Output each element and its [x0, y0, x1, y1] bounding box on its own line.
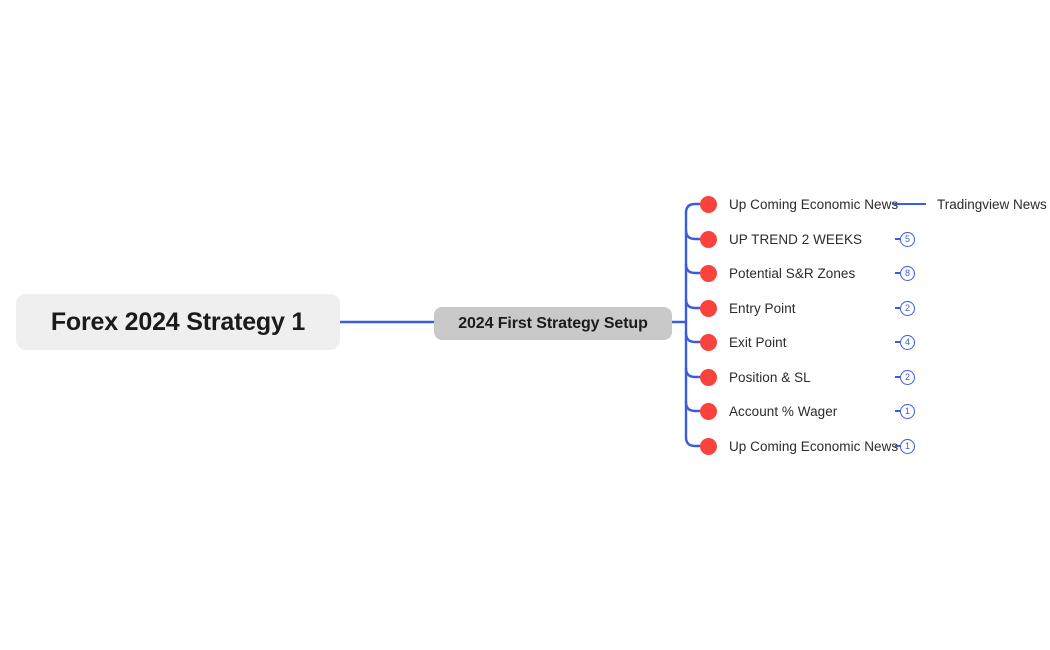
collapse-count-badge[interactable]: 2 [895, 297, 919, 319]
collapse-count-badge[interactable]: 1 [895, 400, 919, 422]
branch-item[interactable]: Position & SL [700, 366, 811, 388]
sub-branch-item[interactable]: Tradingview News [893, 193, 1047, 215]
collapse-count-badge[interactable]: 4 [895, 331, 919, 353]
bullet-icon [700, 368, 717, 386]
branch-item[interactable]: Exit Point [700, 331, 787, 353]
connector-branch-3 [684, 297, 702, 310]
connector-branch-2 [684, 262, 702, 275]
badge-stub-icon [895, 445, 900, 447]
connector-branch-1 [684, 228, 702, 241]
topic-node-label: 2024 First Strategy Setup [458, 314, 648, 332]
connector-branch-6 [684, 400, 702, 413]
branch-item-label: UP TREND 2 WEEKS [729, 231, 863, 247]
badge-stub-icon [895, 307, 900, 309]
branch-item-label: Exit Point [729, 334, 787, 350]
badge-stub-icon [895, 272, 900, 274]
bullet-icon [700, 230, 717, 248]
badge-count: 1 [900, 403, 915, 419]
collapse-count-badge[interactable]: 8 [895, 262, 919, 284]
badge-count: 1 [900, 438, 915, 454]
branch-item[interactable]: Entry Point [700, 297, 796, 319]
sub-branch-connector [893, 202, 926, 206]
branch-item-label: Up Coming Economic News [729, 196, 899, 212]
badge-stub-icon [895, 410, 900, 412]
badge-stub-icon [895, 238, 900, 240]
root-node[interactable]: Forex 2024 Strategy 1 [16, 294, 340, 350]
topic-node-2024-first-strategy-setup[interactable]: 2024 First Strategy Setup [434, 307, 672, 340]
branch-item-label: Up Coming Economic News [729, 438, 899, 454]
branch-item[interactable]: Account % Wager [700, 400, 837, 422]
connector-branch-5 [684, 366, 702, 379]
branch-item[interactable]: Up Coming Economic News [700, 193, 898, 215]
badge-stub-icon [895, 376, 900, 378]
branch-item-label: Account % Wager [729, 403, 838, 419]
bullet-icon [700, 195, 717, 213]
badge-count: 2 [900, 300, 915, 316]
badge-count: 4 [900, 334, 915, 350]
bullet-icon [700, 299, 717, 317]
branch-item[interactable]: UP TREND 2 WEEKS [700, 228, 862, 250]
bullet-icon [700, 402, 717, 420]
root-node-label: Forex 2024 Strategy 1 [50, 307, 306, 336]
branch-item-label: Position & SL [729, 369, 811, 385]
collapse-count-badge[interactable]: 2 [895, 366, 919, 388]
badge-count: 8 [900, 265, 915, 281]
collapse-count-badge[interactable]: 5 [895, 228, 919, 250]
bullet-icon [700, 333, 717, 351]
branch-item[interactable]: Potential S&R Zones [700, 262, 855, 284]
sub-branch-label: Tradingview News [937, 196, 1047, 212]
connector-branch-7 [684, 435, 702, 448]
collapse-count-badge[interactable]: 1 [895, 435, 919, 457]
badge-count: 5 [900, 231, 915, 247]
badge-count: 2 [900, 369, 915, 385]
branch-item[interactable]: Up Coming Economic News [700, 435, 898, 457]
branch-item-label: Potential S&R Zones [729, 265, 856, 281]
connector-branch-0 [684, 202, 702, 215]
badge-stub-icon [895, 341, 900, 343]
branch-item-label: Entry Point [729, 300, 796, 316]
bullet-icon [700, 264, 717, 282]
connector-branch-4 [684, 331, 702, 344]
bullet-icon [700, 437, 717, 455]
